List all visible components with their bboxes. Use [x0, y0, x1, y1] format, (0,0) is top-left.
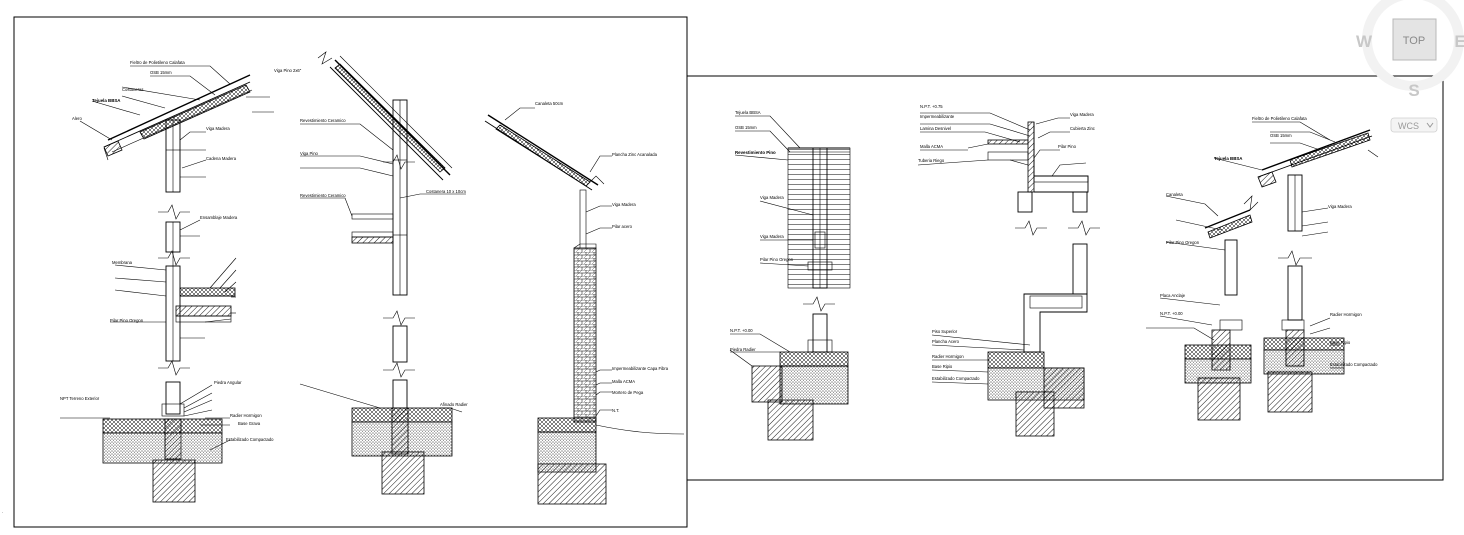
label: OSB 15mm — [1270, 133, 1292, 138]
sheet-frame-right — [687, 75, 1444, 481]
label: OSB 15mm — [150, 70, 172, 75]
detail-b-labels: Revestimiento Ceramico Viga Pino Revesti… — [300, 118, 468, 407]
view-cube-top-face[interactable] — [1392, 18, 1437, 61]
view-cube-south-label[interactable]: S — [1408, 81, 1419, 100]
ucs-menu[interactable]: WCS — [1390, 117, 1438, 133]
label: Malla ACMA — [612, 379, 635, 384]
label: Plancha Zinc Acanalada — [612, 152, 658, 157]
detail-b-roof-wall-foundation: Revestimiento Ceramico Viga Pino Revesti… — [299, 51, 468, 495]
label: Piedra Angular — [214, 380, 242, 385]
label: Costanera 10 x 10cm — [426, 189, 466, 194]
label: N.P.T. +0.00 — [730, 328, 753, 333]
label: Base Ripio — [932, 364, 953, 369]
label: Base Ripio — [1330, 340, 1351, 345]
detail-f-eave-foundation: Fieltro de Polietileno Calafata OSB 15mm… — [1146, 116, 1379, 421]
detail-c-wall-canopy: Canaleta 50cm Plancha Zinc Acanalada Vig… — [484, 101, 685, 505]
label: N.P.T. +0.00 — [1160, 311, 1183, 316]
detail-f-labels: Fieltro de Polietileno Calafata OSB 15mm… — [1160, 116, 1378, 367]
label: Pilar Pino — [1058, 144, 1077, 149]
label: Radier Hormigon — [230, 413, 262, 418]
label: Mortero de Pega — [612, 390, 644, 395]
label: Tejuela BBSA — [735, 110, 761, 115]
label: Piedra Radier — [730, 347, 756, 352]
label: Viga Madera — [760, 234, 784, 239]
label: N.P.T. +0.75 — [920, 104, 943, 109]
label: Placa Anclaje — [1160, 293, 1186, 298]
label: Estabilizado Compactado — [226, 437, 274, 442]
sheet-frame-left — [13, 16, 688, 528]
label: Cubierta Zinc — [1070, 126, 1095, 131]
view-cube-east-label[interactable]: E — [1454, 32, 1464, 51]
label: Canaleta — [1166, 192, 1183, 197]
label: Impermeabilizante — [920, 114, 955, 119]
view-cube-top-label[interactable]: TOP — [1403, 35, 1425, 47]
label: Ensamblaje Madera — [200, 215, 238, 220]
label: Plancha Acero — [932, 339, 960, 344]
label: Malla ACMA — [920, 144, 943, 149]
detail-a-roof-wall-foundation: Fieltro de Polietileno Calafata OSB 15mm… — [60, 60, 302, 503]
label: Viga Madera — [1328, 204, 1352, 209]
label: Tuberia Riego — [918, 158, 945, 163]
view-cube[interactable]: TOP W E S WCS — [1356, 0, 1464, 133]
label: Estabilizado Compactado — [932, 376, 980, 381]
label: Piso Superior — [932, 329, 958, 334]
label: Revestimiento Ceramico — [300, 118, 346, 123]
label: Viga Pino — [300, 151, 319, 156]
label: Cadena Madera — [206, 156, 237, 161]
axis-marker: · — [2, 510, 3, 515]
detail-d-wall-section: Tejuela BBSA OSB 15mm Revestimiento Pino… — [729, 110, 851, 441]
label: Viga Madera — [1070, 112, 1094, 117]
label: Radier Hormigon — [932, 354, 964, 359]
ucs-label[interactable]: WCS — [1398, 121, 1419, 131]
label: Costaneras — [122, 87, 143, 92]
label: Revestimiento Ceramico — [300, 193, 346, 198]
label: Lamina Desnivel — [920, 126, 951, 131]
detail-d-labels: Tejuela BBSA OSB 15mm Revestimiento Pino… — [730, 110, 794, 352]
label: Impermeabilizante Capa Fibra — [612, 366, 669, 371]
label: Viga Madera — [612, 202, 636, 207]
label: Radier Hormigon — [1330, 312, 1362, 317]
label: Pilar Pino Oregon — [110, 318, 144, 323]
label: Base Grava — [238, 421, 261, 426]
label: Fieltro de Polietileno Calafata — [1252, 116, 1307, 121]
view-cube-west-label[interactable]: W — [1356, 32, 1373, 51]
label: Viga Madera — [760, 195, 784, 200]
label: Tejuela BBSA — [92, 98, 121, 103]
detail-e-labels: N.P.T. +0.75 Impermeabilizante Lamina De… — [918, 104, 1095, 381]
label: Pilar Pino Oregon — [760, 257, 794, 262]
label: Tejuela BBSA — [1214, 156, 1243, 161]
label: OSB 15mm — [735, 125, 757, 130]
detail-a-labels: Fieltro de Polietileno Calafata OSB 15mm… — [60, 60, 302, 442]
label: Membrana — [112, 260, 133, 265]
detail-c-labels: Canaleta 50cm Plancha Zinc Acanalada Vig… — [535, 101, 669, 413]
view-cube-compass-ring[interactable] — [1362, 0, 1464, 91]
detail-e-deck-section: N.P.T. +0.75 Impermeabilizante Lamina De… — [917, 104, 1100, 437]
label: N.T. — [612, 408, 619, 413]
chevron-down-icon[interactable] — [1426, 122, 1434, 128]
label: Afinado Radier — [440, 402, 468, 407]
label: NPT Terreno Exterior — [60, 396, 100, 401]
roof-slope-label: Viga Pino 2x6" — [274, 68, 302, 73]
label: Estabilizado Compactado — [1330, 362, 1378, 367]
label: Pilar Pino Oregon — [1166, 240, 1200, 245]
label: Pilar acero — [612, 224, 633, 229]
label: Revestimiento Pino — [735, 150, 776, 155]
label: Viga Madera — [206, 126, 230, 131]
label: Fieltro de Polietileno Calafata — [130, 60, 185, 65]
label: Canaleta 50cm — [535, 101, 564, 106]
label: Alero — [72, 116, 82, 121]
